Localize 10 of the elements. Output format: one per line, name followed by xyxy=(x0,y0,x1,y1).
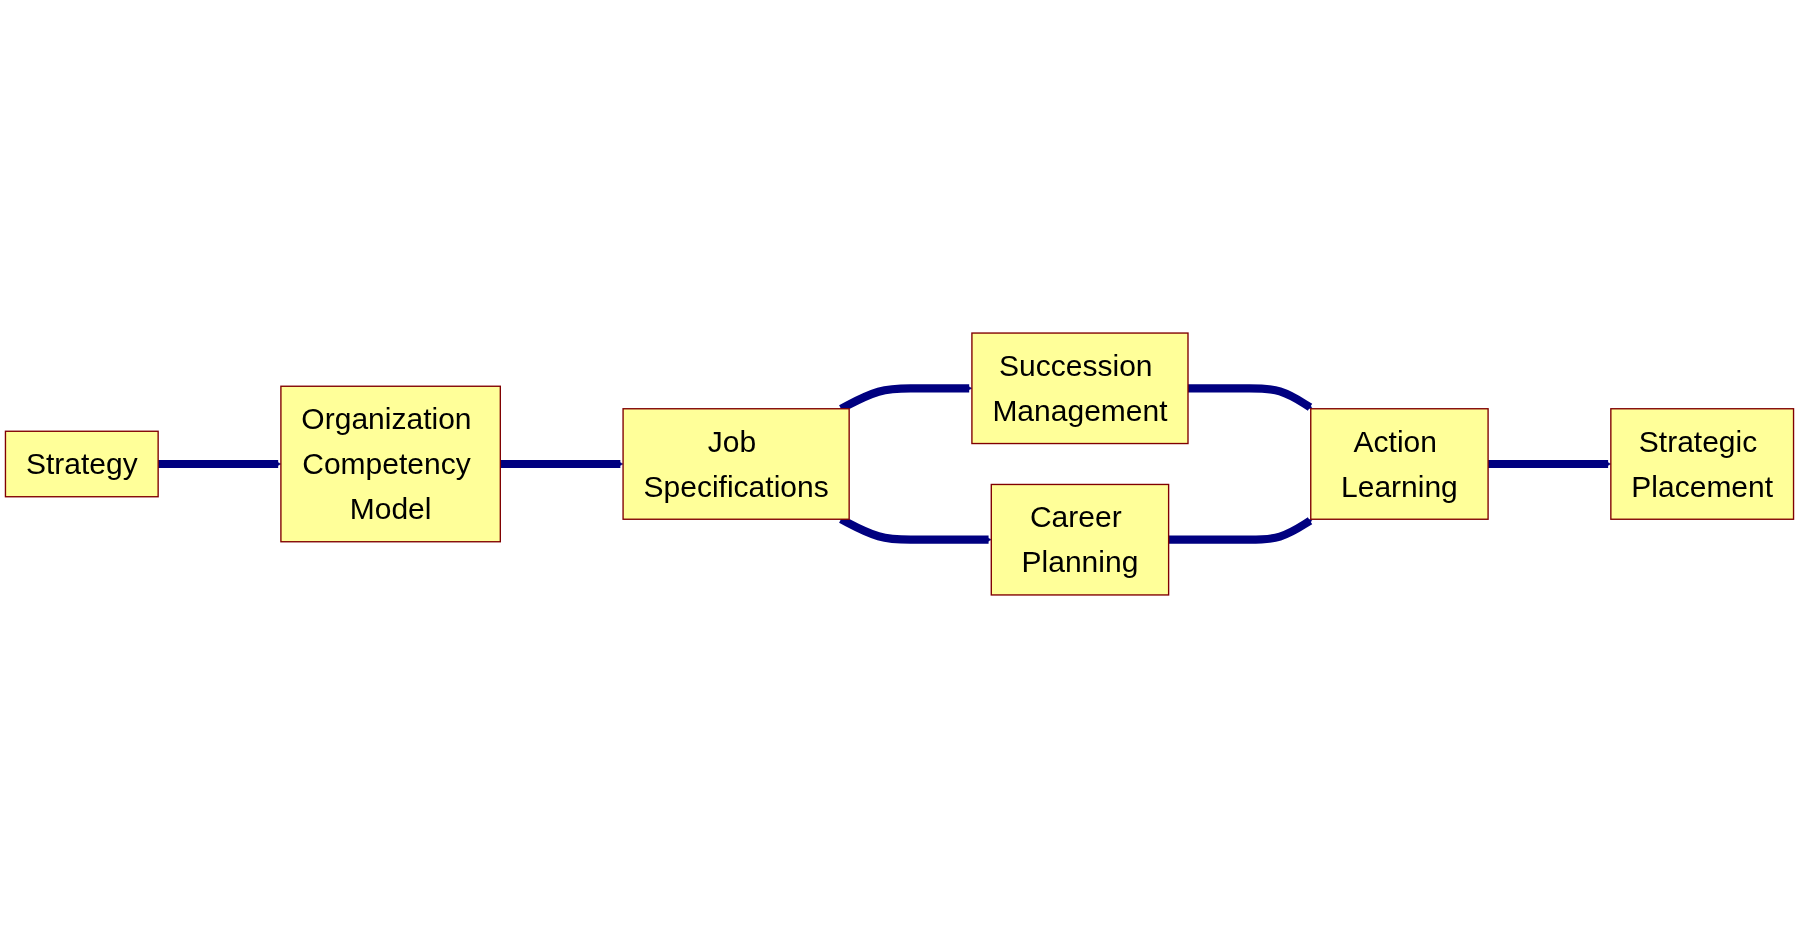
arrow xyxy=(1168,517,1313,544)
arrow xyxy=(500,459,624,469)
node-box: Strategy xyxy=(4,430,159,498)
node-box: Action Learning xyxy=(1310,408,1489,520)
node-box: Career Planning xyxy=(990,483,1170,596)
node-box: Strategic Placement xyxy=(1610,408,1795,520)
node-box: Job Specifications xyxy=(622,408,850,520)
node-box: Organization Competency Model xyxy=(280,385,501,543)
arrow xyxy=(1188,384,1313,411)
node-box: Succession Management xyxy=(971,332,1189,445)
